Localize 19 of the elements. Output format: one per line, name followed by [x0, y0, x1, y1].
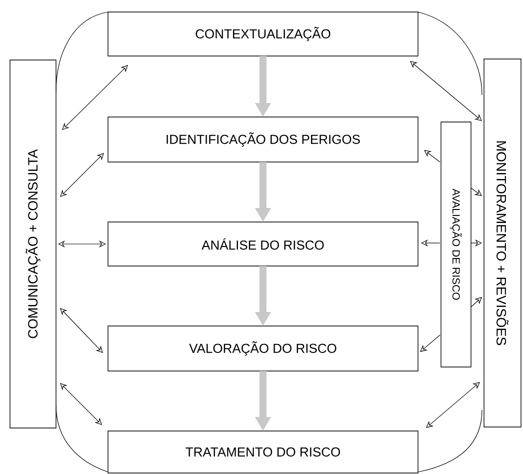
evaluation-box: AVALIAÇÃO DE RISCO [440, 122, 472, 368]
arrow [62, 65, 128, 130]
arrow [470, 188, 482, 196]
side-box: COMUNICAÇÃO + CONSULTA [10, 60, 56, 428]
arrow [60, 308, 103, 353]
process-box: ANÁLISE DO RISCO [108, 222, 418, 266]
arrow [424, 150, 440, 162]
side-box: MONITORAMENTO + REVISÕES [484, 58, 522, 428]
arrow [420, 334, 440, 352]
process-box: TRATAMENTO DO RISCO [108, 430, 418, 474]
process-box: CONTEXTUALIZAÇÃO [108, 12, 418, 56]
arrow [58, 240, 106, 248]
process-box: IDENTIFICAÇÃO DOS PERIGOS [108, 116, 418, 162]
arrow [60, 383, 102, 425]
arrow [470, 297, 482, 308]
arrow [60, 153, 104, 197]
process-box: VALORAÇÃO DO RISCO [108, 326, 418, 372]
arrow [410, 61, 482, 121]
arrow [426, 382, 480, 428]
